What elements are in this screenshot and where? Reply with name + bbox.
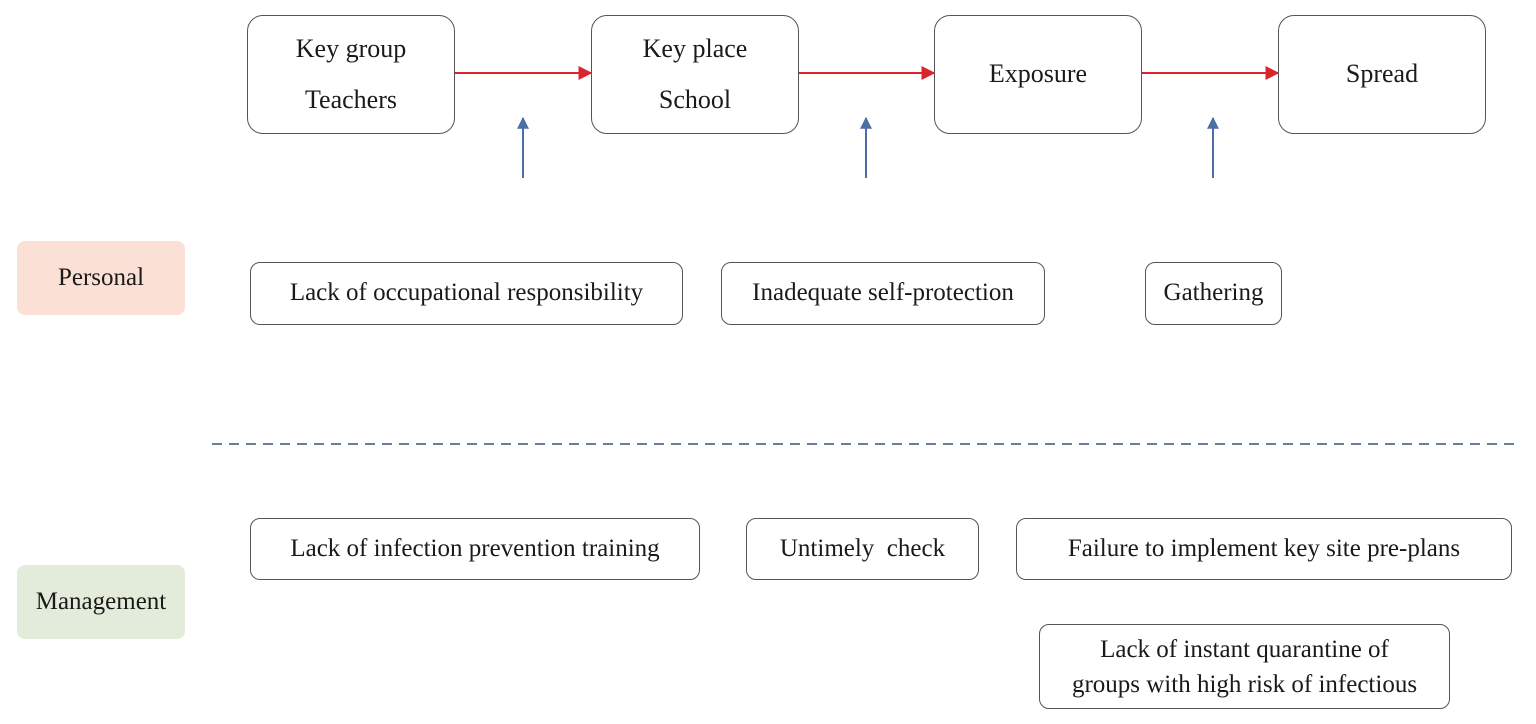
key-place-label: Key place	[642, 33, 748, 63]
key-group-box: Key group Teachers	[247, 15, 455, 134]
spread-label: Spread	[1345, 59, 1419, 89]
key-place-value: School	[658, 84, 732, 114]
key-group-value: Teachers	[304, 84, 397, 114]
infection-training-factor: Lack of infection prevention training	[250, 518, 700, 580]
exposure-label: Exposure	[988, 59, 1088, 89]
exposure-box: Exposure	[934, 15, 1142, 134]
quarantine-factor: Lack of instant quarantine of groups wit…	[1039, 624, 1450, 709]
key-place-box: Key place School	[591, 15, 799, 134]
management-category-label: Management	[35, 588, 167, 615]
spread-box: Spread	[1278, 15, 1486, 134]
occupational-responsibility-factor: Lack of occupational responsibility	[250, 262, 683, 325]
personal-category-label: Personal	[57, 264, 145, 291]
gathering-factor: Gathering	[1145, 262, 1282, 325]
pre-plans-factor: Failure to implement key site pre-plans	[1016, 518, 1512, 580]
management-category: Management	[17, 565, 185, 639]
untimely-check-factor: Untimely check	[746, 518, 979, 580]
self-protection-factor: Inadequate self-protection	[721, 262, 1045, 325]
key-group-label: Key group	[295, 33, 407, 63]
personal-category: Personal	[17, 241, 185, 315]
